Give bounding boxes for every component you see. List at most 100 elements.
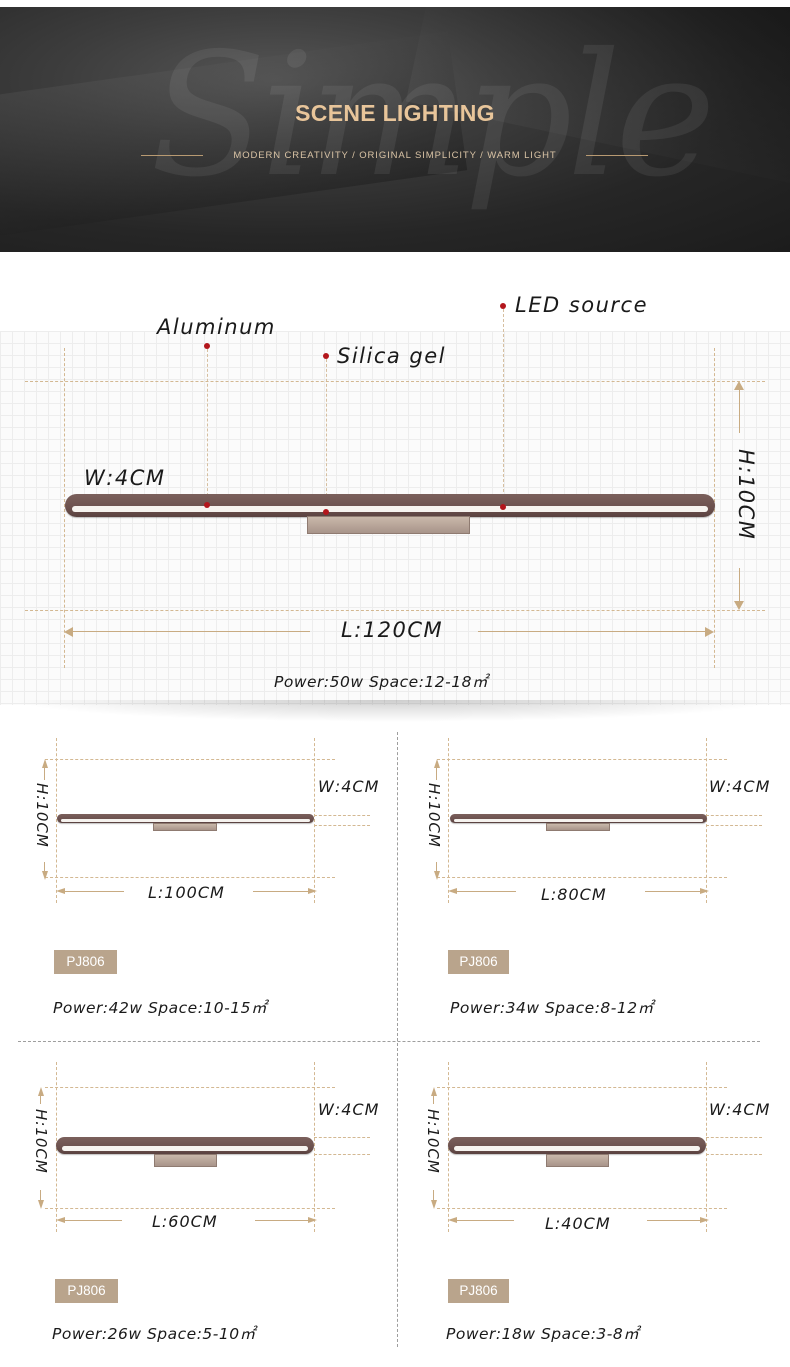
width-guide-bottom [706,1154,762,1155]
silica-callout-dot [323,353,329,359]
power-spec: Power:18w Space:3-8㎡ [446,1325,640,1343]
length-arrow-left [56,888,65,894]
width-label: W:4CM [318,1100,380,1119]
bottom-extension-line [25,610,765,611]
right-extension-line [314,738,315,903]
length-arrow-right [700,888,709,894]
model-badge: PJ806 [448,950,509,974]
height-arrow-top [434,759,440,768]
length-line-left [454,891,516,892]
main-dimension-diagram [0,331,790,705]
top-extension-line [25,381,765,382]
panel-shadow [10,700,780,722]
height-arrow-top [734,381,744,390]
length-arrow-right [700,1217,709,1223]
model-badge: PJ806 [54,950,117,974]
height-line-bottom [739,568,740,601]
bottom-extension-line [437,1208,727,1209]
aluminum-label: Aluminum [157,315,276,339]
lamp-body-100 [57,814,314,823]
banner-divider-left [141,155,203,156]
model-badge: PJ806 [448,1279,509,1303]
main-power-spec: Power:50w Space:12-18㎡ [274,673,488,691]
led-source-label: LED source [515,293,649,317]
left-extension-line [56,738,57,903]
lamp-wall-mount [546,823,610,831]
bottom-extension-line [437,877,727,878]
height-line-top [44,765,45,780]
height-label: H:10CM [33,783,51,848]
length-arrow-right [308,888,317,894]
height-line-top [436,765,437,780]
top-extension-line [45,759,335,760]
height-arrow-bottom [734,601,744,610]
length-line-right [647,1220,701,1221]
lamp-wall-mount [153,823,217,831]
height-line-bottom [44,862,45,872]
banner-divider-right [586,155,648,156]
width-guide-top [314,1137,370,1138]
width-guide-top [706,815,762,816]
lamp-diffuser [62,1146,308,1151]
height-label: H:10CM [734,449,758,541]
width-guide-top [314,815,370,816]
hero-banner: Simple [0,7,790,252]
banner-subtitle: MODERN CREATIVITY / ORIGINAL SIMPLICITY … [233,150,557,161]
top-extension-line [45,1087,335,1088]
length-arrow-left [56,1217,65,1223]
length-line-left [454,1220,514,1221]
height-label: H:10CM [32,1109,50,1174]
width-guide-top [706,1137,762,1138]
length-line-right [645,891,701,892]
height-line-bottom [436,862,437,872]
script-watermark: Simple [150,17,716,215]
top-extension-line [437,759,727,760]
led-leader-line [503,309,504,507]
banner-title: SCENE LIGHTING [295,100,495,126]
width-label: W:4CM [709,777,771,796]
length-line-left [62,891,124,892]
length-line-left [72,631,310,632]
led-callout-dot [500,303,506,309]
left-extension-line [448,738,449,903]
silica-gel-label: Silica gel [337,344,447,368]
grid-separator-horizontal [18,1041,760,1042]
led-point [500,504,506,510]
lamp-wall-mount [154,1154,217,1167]
aluminum-point [204,502,210,508]
height-arrow-top [38,1087,44,1096]
height-line-bottom [433,1190,434,1200]
length-line-right [253,891,309,892]
power-spec: Power:26w Space:5-10㎡ [52,1325,256,1343]
width-label: W:4CM [318,777,380,796]
length-line-right [255,1220,309,1221]
length-arrow-right [308,1217,317,1223]
left-extension-line [64,348,65,668]
lamp-diffuser [454,1146,700,1151]
bottom-extension-line [45,1208,335,1209]
height-arrow-top [431,1087,437,1096]
height-line-top [40,1094,41,1104]
lamp-diffuser [72,506,708,512]
lamp-body-80 [450,814,707,823]
width-guide-bottom [314,1154,370,1155]
height-line-bottom [40,1190,41,1200]
aluminum-callout-dot [204,343,210,349]
height-label: H:10CM [425,783,443,848]
width-guide-bottom [314,825,370,826]
height-arrow-bottom [431,1200,437,1209]
length-label: L:60CM [152,1212,218,1231]
length-label: L:100CM [148,883,225,902]
right-extension-line [706,1062,707,1232]
grid-separator-vertical [397,732,398,1347]
width-guide-bottom [706,825,762,826]
length-arrow-left [64,627,73,637]
length-label: L:120CM [341,618,444,642]
length-arrow-left [448,888,457,894]
top-extension-line [437,1087,727,1088]
height-arrow-bottom [42,871,48,880]
height-arrow-bottom [434,871,440,880]
silica-point [323,509,329,515]
lamp-diffuser [454,819,703,822]
silica-leader-line [326,359,327,511]
